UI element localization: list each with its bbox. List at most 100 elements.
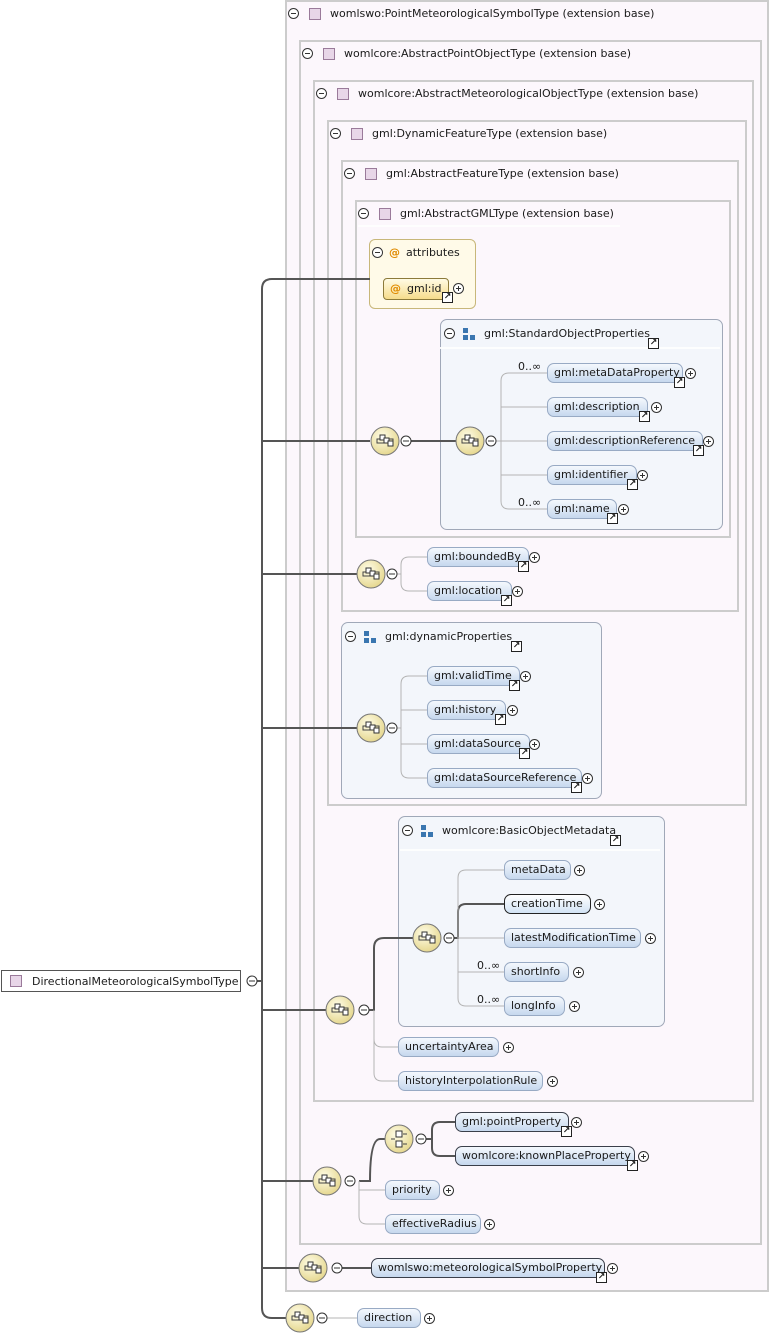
header-b5[interactable]: gml:AbstractFeatureType (extension base): [344, 167, 619, 180]
expand-icon[interactable]: [645, 933, 656, 944]
header-b4[interactable]: gml:DynamicFeatureType (extension base): [330, 127, 607, 140]
element-shortinfo[interactable]: shortInfo: [504, 962, 569, 982]
header-b2[interactable]: womlcore:AbstractPointObjectType (extens…: [302, 47, 631, 60]
link-arrow-icon[interactable]: ↗: [495, 714, 506, 725]
expand-icon[interactable]: [637, 470, 648, 481]
sequence-compositor[interactable]: [298, 1253, 328, 1283]
element-womlswo-meteorologicalsymbolproperty[interactable]: womlswo:meteorologicalSymbolProperty: [371, 1258, 605, 1278]
sequence-compositor[interactable]: [370, 426, 400, 456]
element-gml-name[interactable]: gml:name: [547, 499, 617, 519]
collapse-icon[interactable]: [330, 128, 341, 139]
link-arrow-icon[interactable]: ↗: [511, 641, 522, 652]
collapse-icon[interactable]: [288, 8, 299, 19]
expand-icon[interactable]: [574, 865, 585, 876]
element-gml-boundedby[interactable]: gml:boundedBy: [427, 547, 529, 567]
expand-icon[interactable]: [573, 967, 584, 978]
expand-icon[interactable]: [651, 402, 662, 413]
expand-icon[interactable]: [529, 739, 540, 750]
header-b3[interactable]: womlcore:AbstractMeteorologicalObjectTyp…: [316, 87, 698, 100]
expand-icon[interactable]: [685, 368, 696, 379]
sequence-compositor[interactable]: [356, 713, 386, 743]
element-effectiveradius[interactable]: effectiveRadius: [385, 1214, 481, 1234]
link-arrow-icon[interactable]: ↗: [693, 445, 704, 456]
element-gml-identifier[interactable]: gml:identifier: [547, 465, 637, 485]
expand-icon[interactable]: [507, 705, 518, 716]
sequence-compositor[interactable]: [312, 1166, 342, 1196]
expand-icon[interactable]: [547, 1076, 558, 1087]
element-gml-pointproperty[interactable]: gml:pointProperty: [455, 1112, 569, 1132]
collapse-icon[interactable]: [402, 825, 413, 836]
choice-compositor[interactable]: [384, 1124, 414, 1154]
expand-icon[interactable]: [703, 436, 714, 447]
expand-icon[interactable]: [503, 1042, 514, 1053]
element-womlcore-knownplaceproperty[interactable]: womlcore:knownPlaceProperty: [455, 1146, 635, 1166]
expand-icon[interactable]: [453, 283, 464, 294]
header-g1[interactable]: gml:StandardObjectProperties: [444, 327, 650, 340]
expand-icon[interactable]: [484, 1219, 495, 1230]
expand-icon[interactable]: [424, 1313, 435, 1324]
expand-icon[interactable]: [582, 773, 593, 784]
header-g3[interactable]: womlcore:BasicObjectMetadata: [402, 824, 616, 837]
expand-icon[interactable]: [512, 586, 523, 597]
link-arrow-icon[interactable]: ↗: [561, 1126, 572, 1137]
element-gml-metadataproperty[interactable]: gml:metaDataProperty: [547, 363, 683, 383]
link-arrow-icon[interactable]: ↗: [610, 835, 621, 846]
element-longinfo[interactable]: longInfo: [504, 996, 565, 1016]
sequence-compositor[interactable]: [285, 1303, 315, 1333]
attribute-gml-id[interactable]: @gml:id: [383, 278, 449, 300]
header-b6[interactable]: gml:AbstractGMLType (extension base): [358, 207, 614, 220]
header-b1[interactable]: womlswo:PointMeteorologicalSymbolType (e…: [288, 7, 654, 20]
collapse-icon[interactable]: [372, 247, 383, 258]
sequence-compositor[interactable]: [325, 995, 355, 1025]
link-arrow-icon[interactable]: ↗: [607, 513, 618, 524]
collapse-icon[interactable]: [444, 328, 455, 339]
header-g2[interactable]: gml:dynamicProperties: [345, 630, 512, 643]
link-arrow-icon[interactable]: ↗: [519, 748, 530, 759]
element-gml-validtime[interactable]: gml:validTime: [427, 666, 520, 686]
collapse-icon[interactable]: [345, 631, 356, 642]
expand-icon[interactable]: [520, 671, 531, 682]
link-arrow-icon[interactable]: ↗: [442, 292, 453, 303]
root-complex-type[interactable]: DirectionalMeteorologicalSymbolType: [1, 970, 241, 992]
expand-icon[interactable]: [618, 504, 629, 515]
element-gml-description[interactable]: gml:description: [547, 397, 648, 417]
link-arrow-icon[interactable]: ↗: [648, 338, 659, 349]
expand-icon[interactable]: [607, 1263, 618, 1274]
element-latestmodificationtime[interactable]: latestModificationTime: [504, 928, 641, 948]
link-arrow-icon[interactable]: ↗: [627, 479, 638, 490]
link-arrow-icon[interactable]: ↗: [509, 680, 520, 691]
element-historyinterpolationrule[interactable]: historyInterpolationRule: [398, 1071, 543, 1091]
element-metadata[interactable]: metaData: [504, 860, 571, 880]
collapse-icon[interactable]: [316, 88, 327, 99]
element-gml-history[interactable]: gml:history: [427, 700, 506, 720]
link-arrow-icon[interactable]: ↗: [596, 1272, 607, 1283]
link-arrow-icon[interactable]: ↗: [627, 1160, 638, 1171]
sequence-compositor[interactable]: [455, 426, 485, 456]
element-gml-location[interactable]: gml:location: [427, 581, 512, 601]
element-uncertaintyarea[interactable]: uncertaintyArea: [398, 1037, 499, 1057]
sequence-compositor[interactable]: [356, 559, 386, 589]
link-arrow-icon[interactable]: ↗: [518, 561, 529, 572]
collapse-icon[interactable]: [302, 48, 313, 59]
expand-icon[interactable]: [571, 1117, 582, 1128]
expand-icon[interactable]: [569, 1001, 580, 1012]
link-arrow-icon[interactable]: ↗: [571, 782, 582, 793]
element-creationtime[interactable]: creationTime: [504, 894, 591, 914]
element-priority[interactable]: priority: [385, 1180, 440, 1200]
expand-icon[interactable]: [443, 1185, 454, 1196]
sequence-compositor[interactable]: [412, 923, 442, 953]
link-arrow-icon[interactable]: ↗: [639, 411, 650, 422]
expand-icon[interactable]: [529, 552, 540, 563]
expand-icon[interactable]: [594, 899, 605, 910]
collapse-icon[interactable]: [358, 208, 369, 219]
attributes-header[interactable]: @attributes: [372, 246, 460, 259]
element-direction[interactable]: direction: [357, 1308, 421, 1328]
element-gml-datasourcereference[interactable]: gml:dataSourceReference: [427, 768, 582, 788]
element-gml-datasource[interactable]: gml:dataSource: [427, 734, 530, 754]
element-gml-descriptionreference[interactable]: gml:descriptionReference: [547, 431, 703, 451]
link-arrow-icon[interactable]: ↗: [501, 595, 512, 606]
expand-icon[interactable]: [638, 1151, 649, 1162]
collapse-icon[interactable]: [344, 168, 355, 179]
link-arrow-icon[interactable]: ↗: [674, 377, 685, 388]
